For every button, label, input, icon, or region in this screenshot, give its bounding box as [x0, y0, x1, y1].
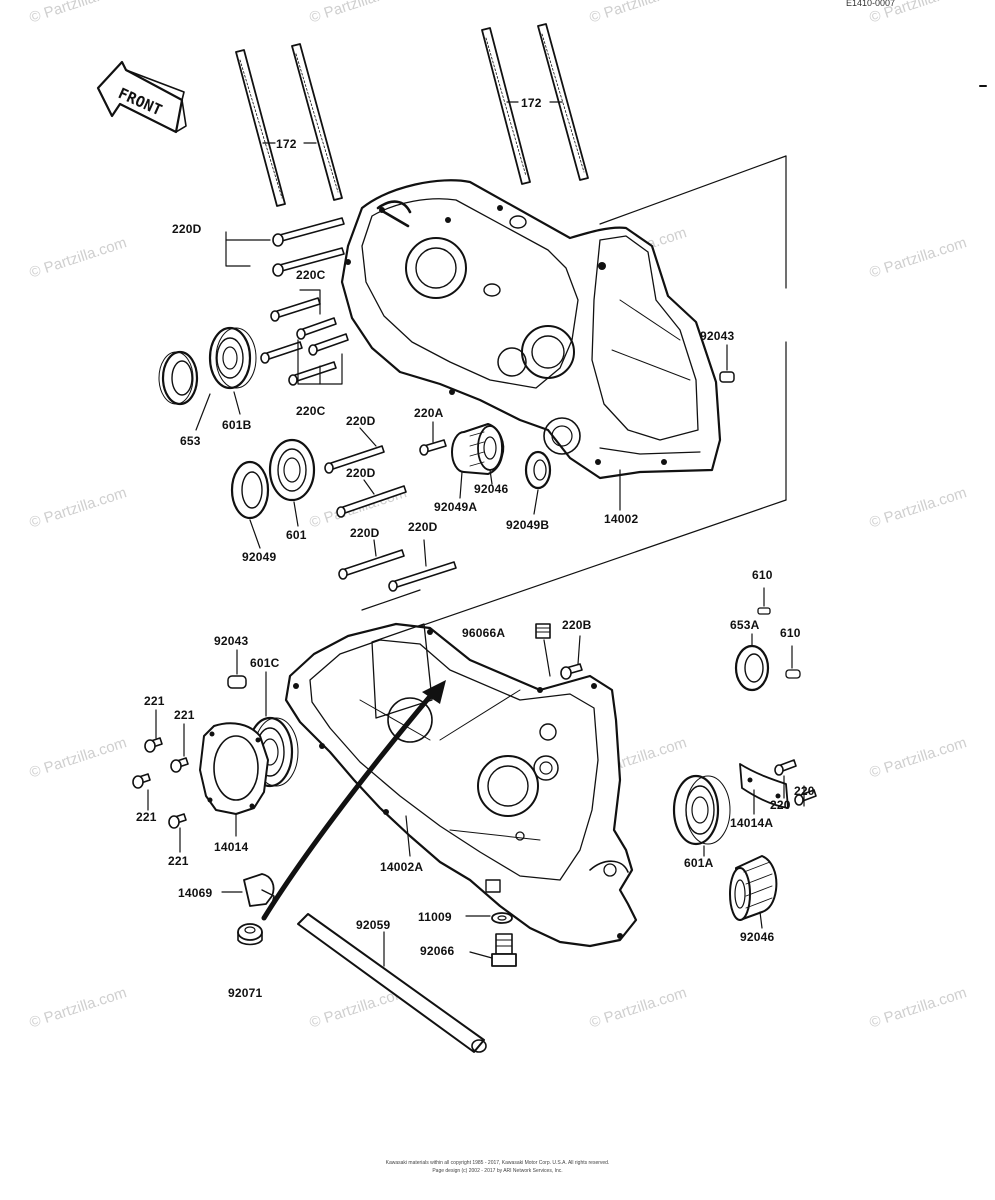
- bolt-220b: [560, 635, 583, 680]
- seal-92049: [230, 460, 270, 549]
- part-label-172[interactable]: 172: [521, 96, 542, 110]
- part-label-653a[interactable]: 653A: [730, 618, 760, 632]
- reference-line: [361, 155, 787, 641]
- part-label-601a[interactable]: 601A: [684, 856, 714, 870]
- part-label-220[interactable]: 220: [770, 798, 791, 812]
- dowel-pin-92043-bottom: [227, 649, 247, 689]
- bolts-220: [774, 759, 817, 807]
- needle-bearing-92046-top: [451, 423, 505, 499]
- bolts-220d-top: [225, 217, 345, 277]
- part-label-601c[interactable]: 601C: [250, 656, 280, 670]
- part-label-220d[interactable]: 220D: [350, 526, 380, 540]
- part-label-92046[interactable]: 92046: [474, 482, 509, 496]
- elbow-fitting-14069: [221, 873, 275, 907]
- pin-610-bottom: [785, 645, 801, 679]
- part-label-221[interactable]: 221: [136, 810, 157, 824]
- part-label-220d[interactable]: 220D: [346, 466, 376, 480]
- tube-92059: [297, 913, 487, 1053]
- part-label-11009[interactable]: 11009: [418, 910, 452, 924]
- diagram-code: E1410-0007: [846, 0, 896, 8]
- part-label-92046[interactable]: 92046: [740, 930, 775, 944]
- part-label-92043[interactable]: 92043: [700, 329, 735, 343]
- part-label-96066a[interactable]: 96066A: [462, 626, 506, 640]
- crankcase-right-14002: [340, 179, 722, 480]
- part-label-14069[interactable]: 14069: [178, 886, 213, 900]
- bolts-220d-middle: [324, 427, 457, 592]
- copyright-footer-design: Page design (c) 2002 - 2017 by ARI Netwo…: [432, 1168, 563, 1174]
- part-label-92049a[interactable]: 92049A: [434, 500, 478, 514]
- bearing-601: [268, 438, 316, 527]
- stud-bolts-172: [235, 23, 589, 207]
- plug-96066a: [535, 623, 551, 677]
- part-label-92043[interactable]: 92043: [214, 634, 249, 648]
- part-label-14014[interactable]: 14014: [214, 840, 249, 854]
- part-label-220[interactable]: 220: [794, 784, 815, 798]
- seal-653a: [734, 633, 770, 692]
- seal-92049b: [524, 450, 552, 515]
- screws-221: [132, 709, 189, 853]
- part-label-221[interactable]: 221: [174, 708, 195, 722]
- part-label-14014a[interactable]: 14014A: [730, 816, 774, 830]
- part-label-92059[interactable]: 92059: [356, 918, 391, 932]
- seal-653: [158, 350, 199, 406]
- part-label-220c[interactable]: 220C: [296, 404, 326, 418]
- part-label-220d[interactable]: 220D: [408, 520, 438, 534]
- part-label-220b[interactable]: 220B: [562, 618, 592, 632]
- part-label-220d[interactable]: 220D: [172, 222, 202, 236]
- bearing-601b: [208, 326, 257, 390]
- plate-14014a: [739, 763, 789, 815]
- drain-plug-92066: [469, 933, 517, 967]
- part-label-221[interactable]: 221: [168, 854, 189, 868]
- part-label-221[interactable]: 221: [144, 694, 165, 708]
- bearing-cover-14014: [199, 722, 269, 837]
- crankcase-left-14002a: [284, 622, 638, 948]
- part-label-14002[interactable]: 14002: [604, 512, 639, 526]
- part-label-601[interactable]: 601: [286, 528, 307, 542]
- dowel-pin-92043-top: [719, 344, 735, 383]
- part-label-220a[interactable]: 220A: [414, 406, 444, 420]
- part-label-14002a[interactable]: 14002A: [380, 860, 424, 874]
- part-label-220d[interactable]: 220D: [346, 414, 376, 428]
- front-arrow-icon: [96, 60, 187, 134]
- pin-610-top: [757, 587, 771, 615]
- part-label-92066[interactable]: 92066: [420, 944, 455, 958]
- needle-bearing-92046-bottom: [729, 855, 778, 929]
- washer-11009: [465, 912, 513, 924]
- part-label-92049[interactable]: 92049: [242, 550, 277, 564]
- clamp-92071: [237, 923, 263, 946]
- part-label-601b[interactable]: 601B: [222, 418, 252, 432]
- breather-hose: [261, 680, 446, 921]
- part-label-610[interactable]: 610: [752, 568, 773, 582]
- bolt-220a: [419, 421, 447, 456]
- copyright-footer: Kawasaki materials within all copyright …: [385, 1160, 610, 1166]
- bolts-220c: [260, 289, 349, 386]
- part-label-610[interactable]: 610: [780, 626, 801, 640]
- part-label-653[interactable]: 653: [180, 434, 201, 448]
- part-label-92071[interactable]: 92071: [228, 986, 263, 1000]
- bearing-601a: [672, 774, 731, 857]
- part-label-92049b[interactable]: 92049B: [506, 518, 550, 532]
- part-label-172[interactable]: 172: [276, 137, 297, 151]
- part-label-220c[interactable]: 220C: [296, 268, 326, 282]
